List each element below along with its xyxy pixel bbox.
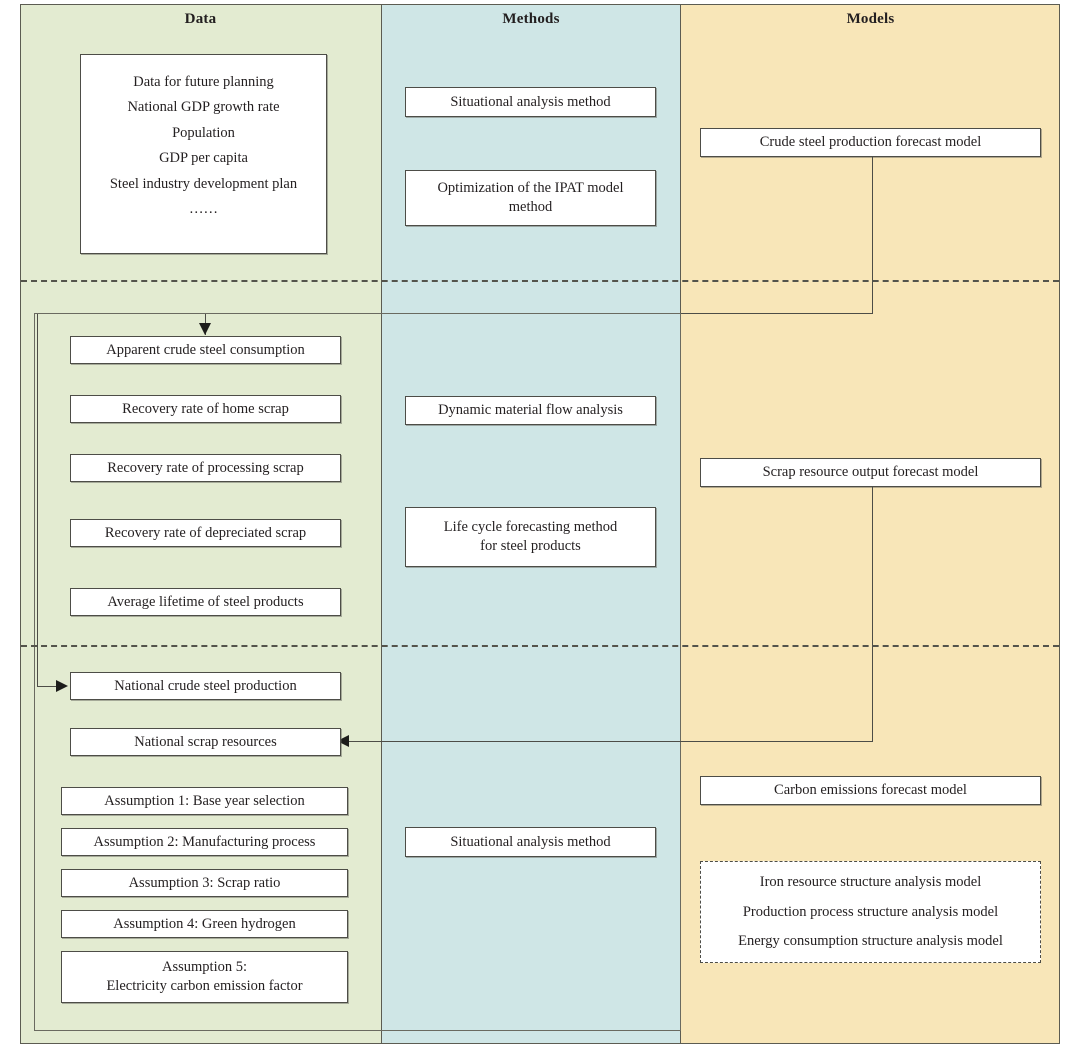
data-recovery-rate-depreciated-scrap: Recovery rate of depreciated scrap [70,519,341,547]
data-box-item: Population [172,124,235,141]
data-assumption-2: Assumption 2: Manufacturing process [61,828,348,856]
data-recovery-rate-processing-scrap: Recovery rate of processing scrap [70,454,341,482]
connector-to-national-production [37,686,61,687]
data-assumption-3: Assumption 3: Scrap ratio [61,869,348,897]
data-average-lifetime-steel-products: Average lifetime of steel products [70,588,341,616]
section-divider-2 [21,645,1059,647]
model-energy-consumption-structure: Energy consumption structure analysis mo… [738,933,1003,950]
column-title-methods: Methods [502,11,560,27]
model-scrap-resource-output-forecast: Scrap resource output forecast model [700,458,1041,487]
model-production-process-structure: Production process structure analysis mo… [742,903,999,920]
diagram-frame [20,4,1060,1044]
method-lifecycle-line2: for steel products [480,538,581,554]
model-carbon-emissions-forecast: Carbon emissions forecast model [700,776,1041,805]
connector-scrap-vertical [872,487,873,741]
connector-crude-vertical [872,157,873,313]
method-ipat-optimization: Optimization of the IPAT model method [405,170,656,226]
data-box-heading: Data for future planning [133,73,274,90]
data-assumption-5: Assumption 5: Electricity carbon emissio… [61,951,348,1003]
data-future-planning-box: Data for future planning National GDP gr… [80,54,327,254]
model-crude-steel-production-forecast: Crude steel production forecast model [700,128,1041,157]
method-ipat-line2: method [508,199,553,215]
data-box-item: Steel industry development plan [109,175,298,192]
model-structure-analysis-group: Iron resource structure analysis model P… [700,861,1041,963]
method-situational-analysis-1: Situational analysis method [405,87,656,117]
data-recovery-rate-home-scrap: Recovery rate of home scrap [70,395,341,423]
method-life-cycle-forecasting: Life cycle forecasting method for steel … [405,507,656,567]
model-iron-resource-structure: Iron resource structure analysis model [759,874,982,891]
data-assumption-5-line2: Electricity carbon emission factor [106,978,303,994]
data-assumption-5-line1: Assumption 5: [162,959,247,976]
method-lifecycle-line1: Life cycle forecasting method [443,519,618,536]
column-title-models: Models [846,11,895,27]
connector-scrap-horizontal [347,741,873,742]
method-dynamic-material-flow-analysis: Dynamic material flow analysis [405,396,656,425]
data-apparent-crude-steel-consumption: Apparent crude steel consumption [70,336,341,364]
data-box-item: National GDP growth rate [127,99,280,115]
method-ipat-line1: Optimization of the IPAT model [437,180,624,197]
data-national-scrap-resources: National scrap resources [70,728,341,756]
data-assumption-1: Assumption 1: Base year selection [61,787,348,815]
method-situational-analysis-2: Situational analysis method [405,827,656,857]
arrowhead-down-apparent [199,323,211,335]
group-rectangle-sections-2-3 [34,313,681,1031]
column-title-data: Data [184,11,217,27]
data-assumption-4: Assumption 4: Green hydrogen [61,910,348,938]
data-box-item: GDP per capita [159,150,248,166]
arrowhead-right-national-production [56,680,68,692]
data-national-crude-steel-production: National crude steel production [70,672,341,700]
section-divider-1 [21,280,1059,282]
connector-left-rail [37,313,38,686]
data-box-item: …… [189,201,218,217]
